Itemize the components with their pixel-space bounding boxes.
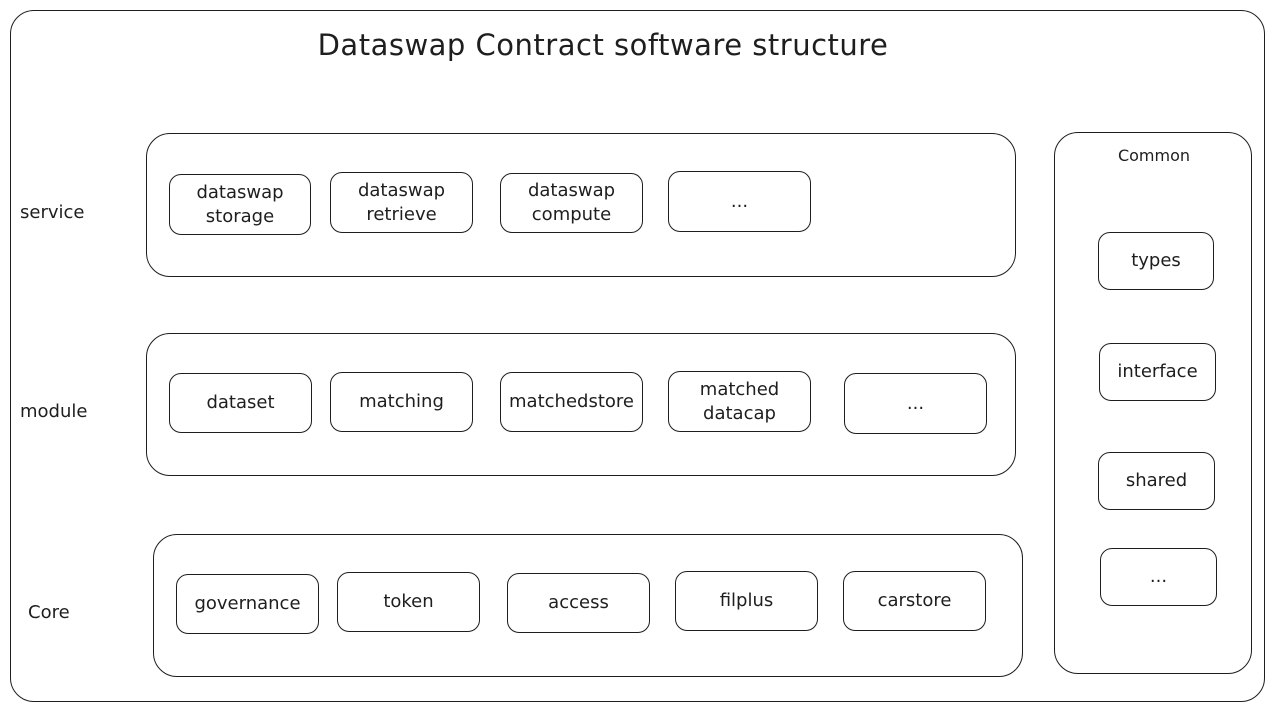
node-label-line1: filplus [719,590,774,611]
node-label-line1: matched [699,378,780,400]
node-label-line1: interface [1117,361,1198,382]
layer-label-service: service [20,202,85,223]
node-label-line1: token [383,591,434,612]
node-label-line1: dataswap [196,181,284,203]
layer-common [1054,132,1252,674]
node-label-line1: dataswap [527,180,616,201]
node-governance: governance [176,574,319,634]
node-label-line1: carstore [877,590,952,611]
node-label-line1: governance [194,593,301,614]
node-label-line1: dataset [206,392,275,413]
node-filplus: filplus [675,571,818,631]
node-label-line1: shared [1125,470,1188,491]
layer-label-core: Core [28,602,70,623]
node-service-more: ... [668,171,811,232]
node-interface: interface [1099,343,1216,401]
node-types: types [1098,232,1214,290]
layer-label-module: module [20,401,88,422]
node-common-more: ... [1100,548,1217,606]
node-shared: shared [1098,452,1215,510]
node-label-line1: access [548,592,609,613]
diagram-frame [10,10,1265,702]
diagram-title: Dataswap Contract software structure [317,28,889,62]
node-label-line1: ... [1149,566,1168,587]
node-label-line2: datacap [703,402,776,424]
node-matching: matching [330,372,473,432]
node-access: access [507,573,650,633]
node-label-line1: ... [906,392,925,414]
node-label-line2: storage [205,205,275,227]
node-label-line2: compute [531,204,612,225]
layer-module [146,333,1016,476]
node-label-line1: matching [359,391,444,412]
layer-service [146,133,1016,277]
node-dataswap-retrieve: dataswap retrieve [330,172,473,233]
node-label-line1: dataswap [357,179,446,201]
node-dataswap-compute: dataswap compute [500,173,643,233]
node-dataset: dataset [169,373,312,433]
layer-core [153,534,1023,677]
node-label-line1: matchedstore [509,391,634,412]
node-carstore: carstore [843,571,986,631]
node-module-more: ... [844,373,987,434]
node-label-line2: retrieve [366,203,437,225]
node-dataswap-storage: dataswap storage [169,174,311,235]
node-label-line1: ... [730,190,749,212]
common-title: Common [1117,146,1191,165]
node-matched-datacap: matched datacap [668,371,811,432]
node-token: token [337,572,480,632]
node-label-line1: types [1131,250,1181,271]
node-matchedstore: matchedstore [500,372,643,432]
